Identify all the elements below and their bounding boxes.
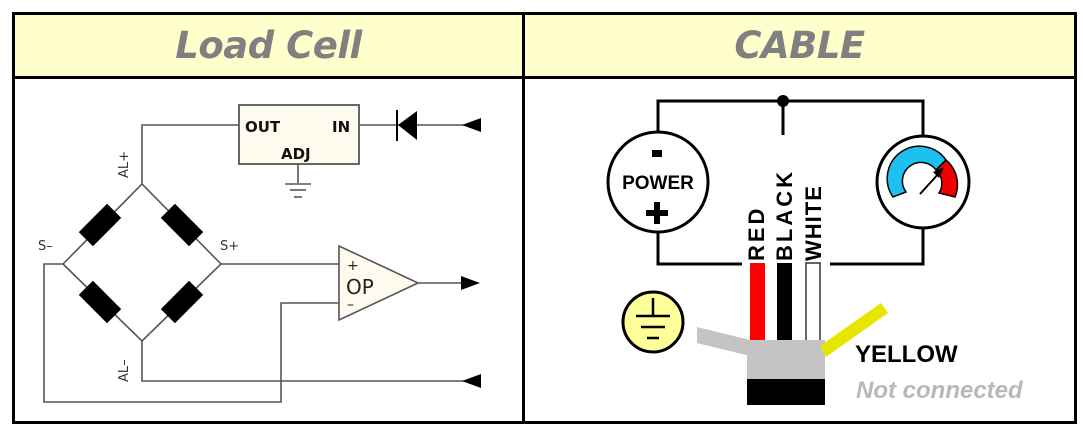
- gauge-meter-icon: [875, 134, 971, 230]
- cable-circuit-wires: [656, 99, 925, 266]
- opamp-minus: –: [347, 297, 354, 313]
- wire-label-white: WHITE: [801, 185, 826, 261]
- label-al-minus: AL–: [117, 359, 132, 382]
- resistor-bottom-left: [78, 280, 122, 324]
- wire-yellow: [820, 303, 888, 357]
- header-cable: CABLE: [525, 15, 1074, 79]
- wiring-table: Load Cell CABLE: [12, 12, 1077, 424]
- wire-red: [750, 263, 765, 341]
- load-cell-diagram: [43, 124, 470, 403]
- gauge-cold-arc: [886, 145, 947, 198]
- label-al-plus: AL+: [117, 151, 132, 178]
- input-arrow-icon: [462, 118, 481, 132]
- shield-drain-wire: [697, 327, 750, 356]
- wire-bottom-right: [830, 228, 925, 266]
- header-load-cell-title: Load Cell: [175, 24, 362, 67]
- power-label: POWER: [622, 173, 694, 194]
- yellow-wire-label: YELLOW: [855, 341, 958, 368]
- power-plus-v: [654, 202, 660, 224]
- regulator-out-label: OUT: [245, 118, 281, 136]
- wire-black: [777, 263, 792, 341]
- wire-al-plus-to-regulator: [141, 124, 239, 184]
- wire-label-red: RED: [744, 206, 769, 261]
- wire-al-minus: [141, 341, 468, 382]
- resistor-bottom-right: [160, 280, 204, 324]
- power-minus-sign: [652, 150, 662, 157]
- power-source-icon: POWER: [606, 130, 710, 234]
- opamp-triangle: [338, 244, 420, 322]
- regulator-adj-label: ADJ: [281, 145, 311, 163]
- diode-icon: [396, 110, 417, 141]
- wire-top-loop: [656, 99, 925, 136]
- gauge-needle-tip: [933, 167, 944, 178]
- earth-ground-icon: [621, 290, 685, 354]
- wire-s-minus-to-opamp: [43, 263, 339, 403]
- strain-gauge-resistors: [78, 203, 204, 324]
- return-arrow-icon: [462, 374, 481, 388]
- not-connected-note: Not connected: [856, 377, 1024, 404]
- wire-label-black: BLACK: [772, 169, 797, 261]
- opamp-plus: +: [347, 258, 359, 274]
- opamp-label: OP: [346, 275, 374, 299]
- label-s-minus: S–: [38, 239, 53, 254]
- header-cable-title: CABLE: [734, 24, 865, 67]
- voltage-regulator-box: [238, 104, 360, 165]
- cable-jacket-grey: [747, 340, 825, 379]
- output-arrow-icon: [461, 276, 480, 290]
- column-divider: [522, 15, 525, 421]
- bridge-wire: [62, 182, 223, 343]
- wire-white: [805, 262, 821, 342]
- label-s-plus: S+: [220, 239, 239, 254]
- ground-icon: [285, 183, 311, 198]
- header-load-cell: Load Cell: [15, 15, 522, 79]
- resistor-top-right: [160, 203, 204, 247]
- regulator-in-label: IN: [332, 118, 350, 136]
- wire-bottom-left: [656, 232, 742, 266]
- junction-dot: [777, 95, 789, 107]
- cable-jacket-black: [747, 379, 825, 405]
- resistor-top-left: [78, 203, 122, 247]
